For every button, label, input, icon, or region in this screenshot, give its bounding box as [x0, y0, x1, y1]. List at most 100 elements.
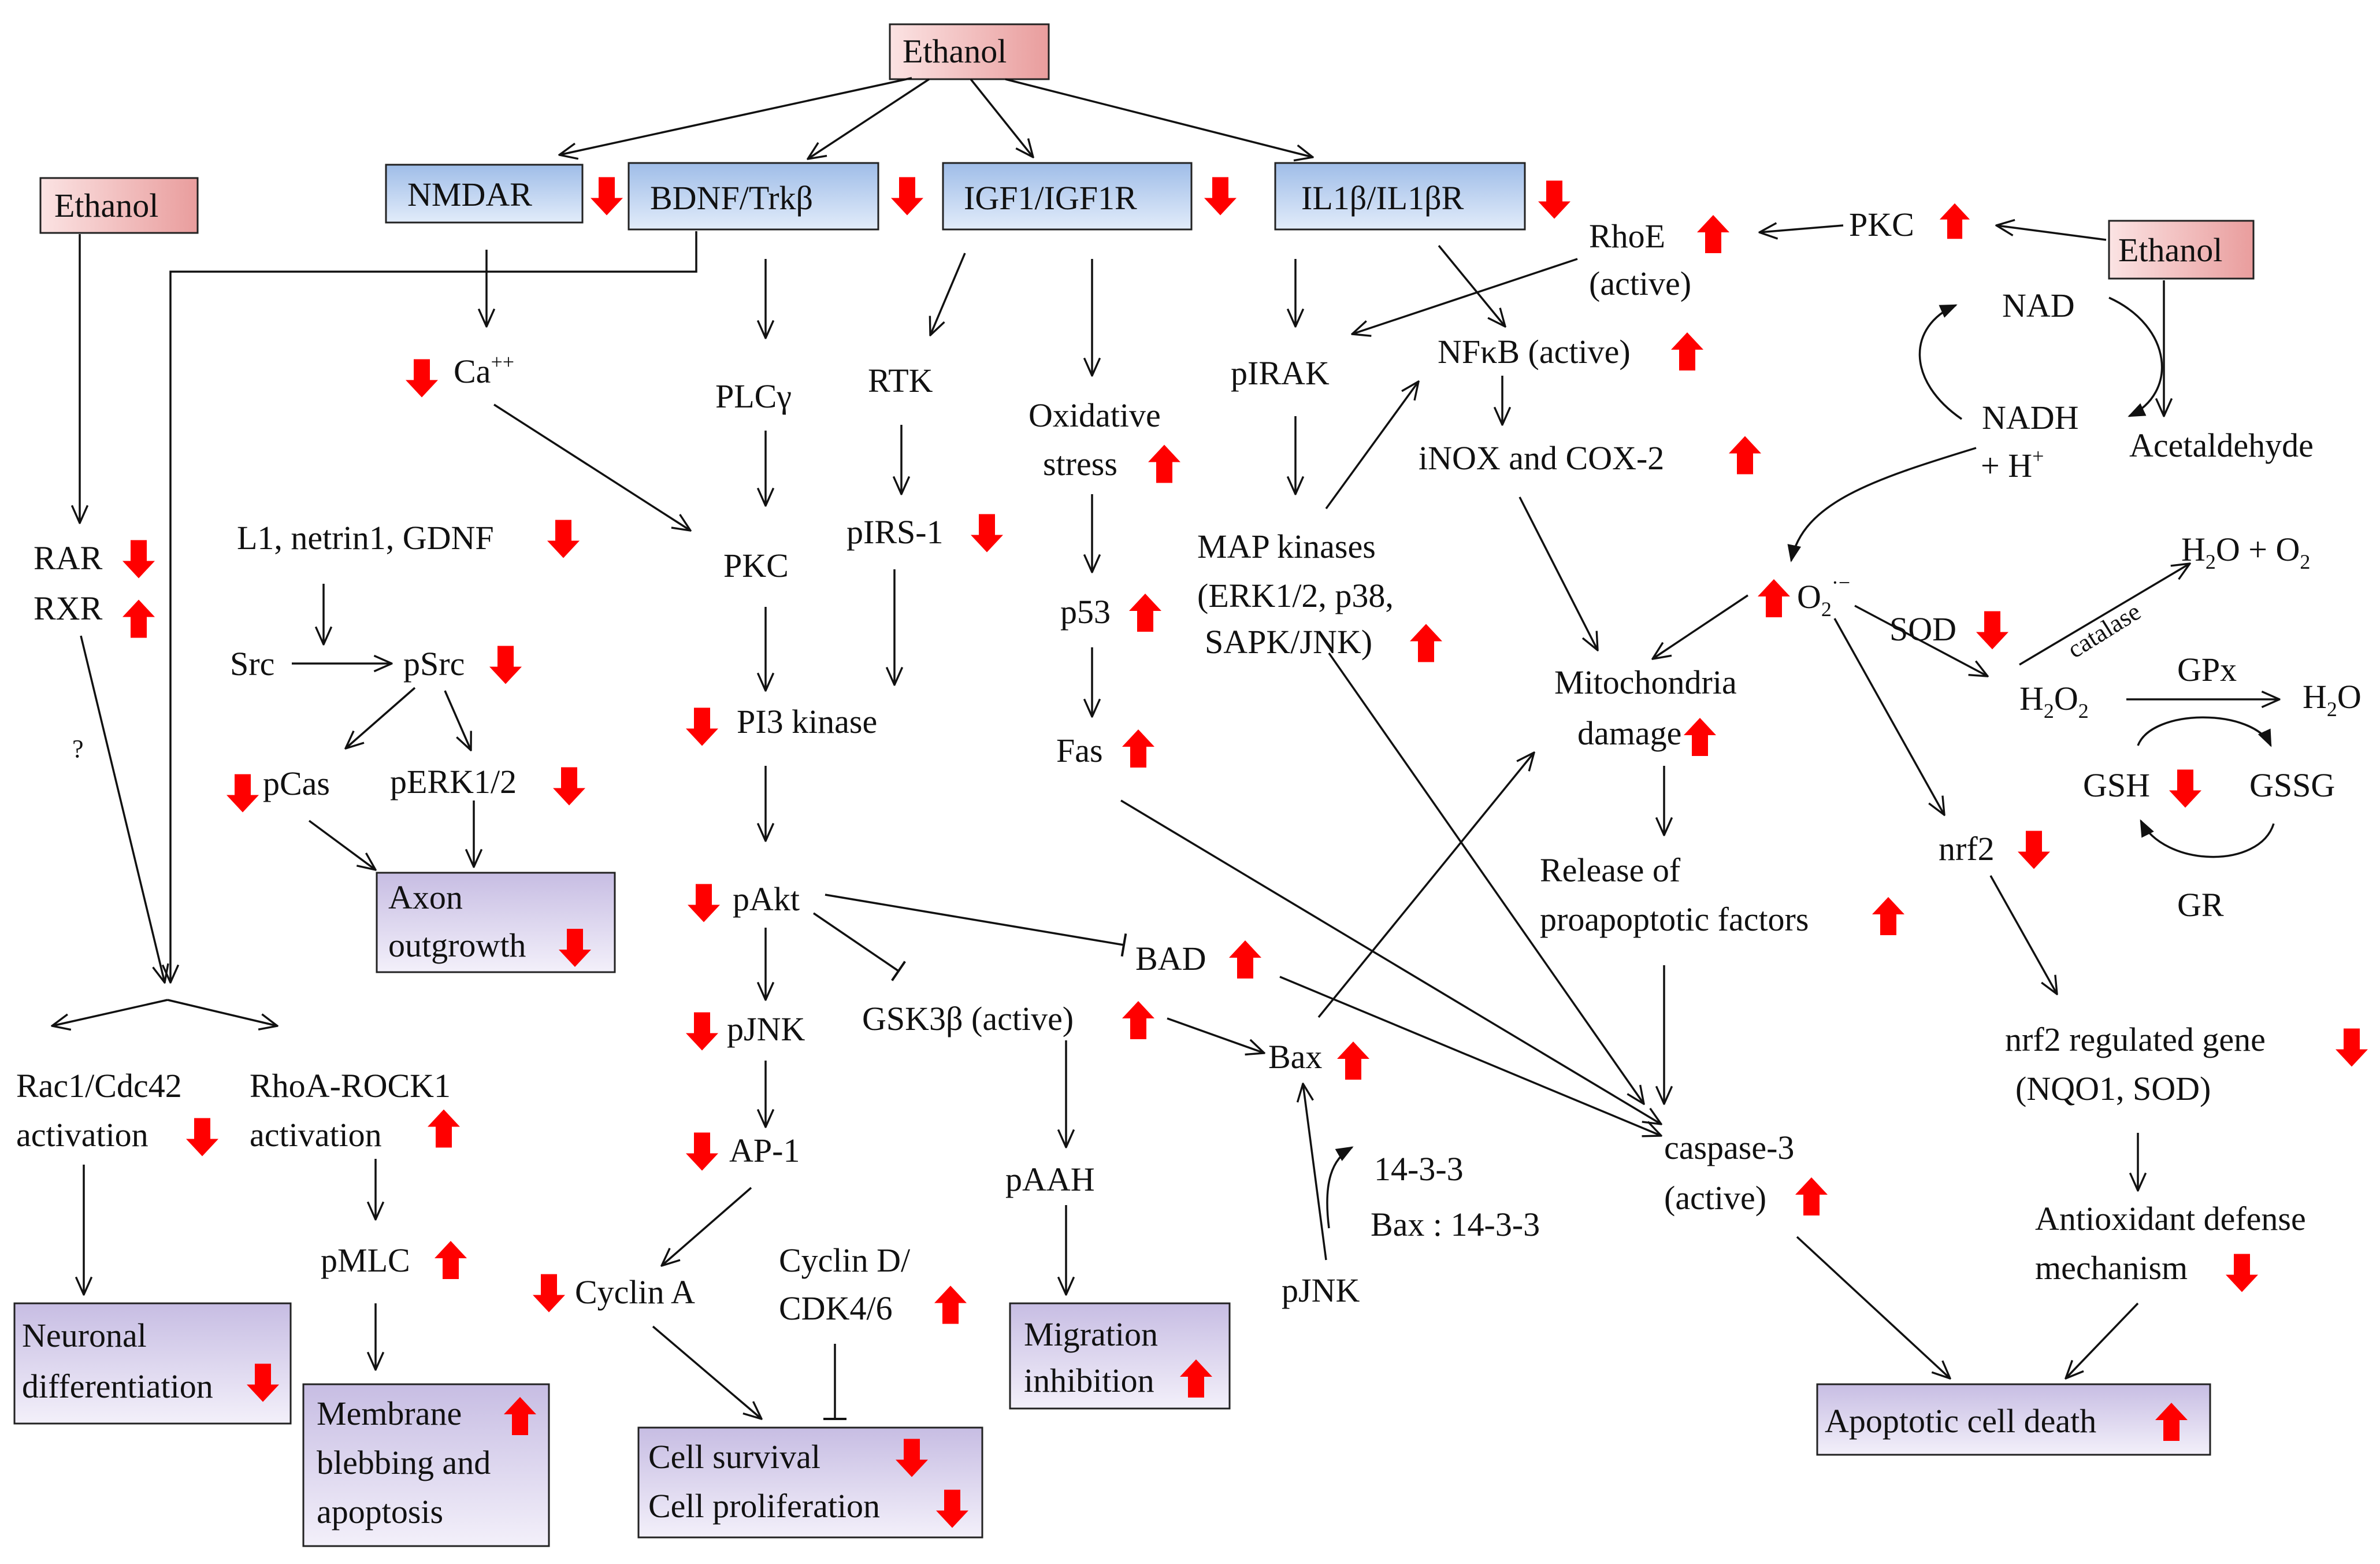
nrf2-down-icon — [2018, 831, 2050, 869]
antiox-label-1: Antioxidant defense — [2035, 1200, 2306, 1237]
bax-14-3-3-label: Bax : 14-3-3 — [1371, 1206, 1540, 1243]
ethanol-top-box — [889, 23, 1050, 80]
edge-pcas-axon — [308, 820, 376, 870]
h2o-label: H2O — [2303, 678, 2362, 721]
rhoe-label-2: (active) — [1589, 265, 1691, 302]
fas-up-icon — [1122, 729, 1154, 768]
mito-label-2: damage — [1577, 714, 1681, 752]
edge-ethanol-pkc — [1996, 225, 2107, 241]
ethanol-left-label: Ethanol — [54, 187, 158, 224]
nrf2-gene-label-1: nrf2 regulated gene — [2005, 1021, 2266, 1058]
pcas-label: pCas — [263, 765, 330, 802]
rar-label: RAR — [34, 539, 103, 577]
edge-gsk-bax — [1167, 1017, 1264, 1053]
cell-survival-label: Cell survival — [648, 1438, 820, 1476]
cyclinA-down-icon — [533, 1274, 565, 1313]
caspase-up-icon — [1795, 1177, 1828, 1215]
edge-map-caspase — [1328, 652, 1644, 1104]
nmdar-box — [385, 164, 584, 224]
map-up-icon — [1410, 624, 1442, 662]
membrane-label-1: Membrane — [317, 1395, 462, 1432]
cyclinD-up-icon — [934, 1285, 967, 1324]
edge-ca-pkc — [493, 403, 690, 531]
bax-label: Bax — [1268, 1038, 1322, 1076]
edge-ethanol-igf1 — [970, 78, 1033, 157]
edge-igf1-rtk — [930, 253, 966, 335]
edge-ethanol-bdnf — [808, 78, 930, 159]
superoxide-label: O2·− — [1797, 571, 1850, 621]
pi3k-down-icon — [686, 707, 718, 746]
acetaldehyde-label: Acetaldehyde — [2129, 427, 2314, 464]
nadh-label-2: + H+ — [1981, 444, 2044, 484]
edge-bad-caspase — [1279, 976, 1661, 1136]
14-3-3-label: 14-3-3 — [1374, 1150, 1464, 1188]
cell-survival-box — [637, 1426, 983, 1539]
antiox-down-icon — [2226, 1254, 2258, 1292]
bad-label: BAD — [1135, 940, 1206, 977]
rtk-label: RTK — [868, 362, 933, 399]
pkc-mid-label: PKC — [723, 547, 789, 584]
edge-bax-mito — [1317, 753, 1534, 1018]
edge-superoxide-nrf2 — [1833, 618, 1944, 815]
rhoe-up-icon — [1697, 215, 1729, 253]
gssg-label: GSSG — [2249, 766, 2335, 804]
bdnf-down-icon — [891, 177, 923, 216]
rac1-label-1: Rac1/Cdc42 — [16, 1067, 182, 1105]
release-label-1: Release of — [1540, 851, 1681, 889]
edge-psrc-pcas — [346, 687, 416, 748]
edge-pakt-bad — [825, 894, 1127, 957]
cyclinD-label-1: Cyclin D/ — [779, 1241, 911, 1279]
apoptotic-label: Apoptotic cell death — [1825, 1402, 2096, 1440]
oxidative-up-icon — [1148, 444, 1180, 483]
inox-label: iNOX and COX-2 — [1419, 439, 1664, 477]
il1b-box — [1274, 162, 1526, 231]
pakt-down-icon — [688, 884, 720, 922]
map-label-2: (ERK1/2, p38, — [1197, 577, 1394, 614]
ethanol-left-box — [39, 177, 199, 234]
gr-label: GR — [2177, 886, 2224, 924]
h2o-o2-label: H2O + O2 — [2181, 531, 2310, 573]
rhoa-label-1: RhoA-ROCK1 — [250, 1067, 451, 1105]
membrane-label-2: blebbing and — [317, 1444, 491, 1481]
nfkb-up-icon — [1671, 332, 1703, 370]
edge-rxr-junction — [80, 635, 165, 983]
edge-cyclinA-cell — [652, 1325, 762, 1419]
sod-label: SOD — [1889, 610, 1956, 648]
pcas-down-icon — [227, 774, 259, 813]
rac1-down-icon — [186, 1118, 218, 1157]
nrf2-gene-down-icon — [2336, 1028, 2368, 1067]
bdnf-label: BDNF/Trkβ — [650, 179, 813, 217]
perk-down-icon — [553, 767, 585, 806]
release-label-2: proapoptotic factors — [1540, 900, 1809, 938]
plcg-label: PLCγ — [715, 377, 792, 415]
il1b-label: IL1β/IL1βR — [1301, 179, 1464, 217]
apoptotic-cell-death-box — [1816, 1383, 2211, 1456]
edge-junction-rhoa — [167, 999, 277, 1026]
edge-bax1433-1433 — [1326, 1146, 1354, 1229]
mito-up-icon — [1684, 718, 1716, 756]
pmlc-label: pMLC — [321, 1241, 410, 1279]
igf1-box — [942, 162, 1193, 231]
pjnk-left-label: pJNK — [727, 1010, 805, 1048]
rhoa-label-2: activation — [250, 1116, 382, 1154]
migration-label-1: Migration — [1024, 1315, 1158, 1353]
ap1-label: AP-1 — [729, 1132, 800, 1169]
catalase-label: catalase — [2062, 597, 2145, 664]
neuronal-label-1: Neuronal — [22, 1317, 147, 1354]
cell-proliferation-label: Cell proliferation — [648, 1487, 880, 1525]
igf1-down-icon — [1204, 177, 1237, 216]
mito-label-1: Mitochondria — [1554, 664, 1737, 701]
nmdar-label: NMDAR — [407, 176, 532, 213]
gsk-label: GSK3β (active) — [862, 1000, 1074, 1037]
bad-up-icon — [1229, 940, 1261, 979]
rar-down-icon — [122, 540, 155, 579]
edge-caspase-apoptotic — [1796, 1236, 1950, 1378]
question-label: ? — [72, 735, 84, 763]
gsh-label: GSH — [2083, 766, 2150, 804]
edge-pakt-gsk — [813, 912, 906, 981]
ethanol-right-box — [2108, 220, 2255, 280]
edge-ethanol-il1b — [1005, 78, 1313, 157]
cyclinA-label: Cyclin A — [575, 1273, 695, 1311]
psrc-down-icon — [489, 646, 522, 684]
